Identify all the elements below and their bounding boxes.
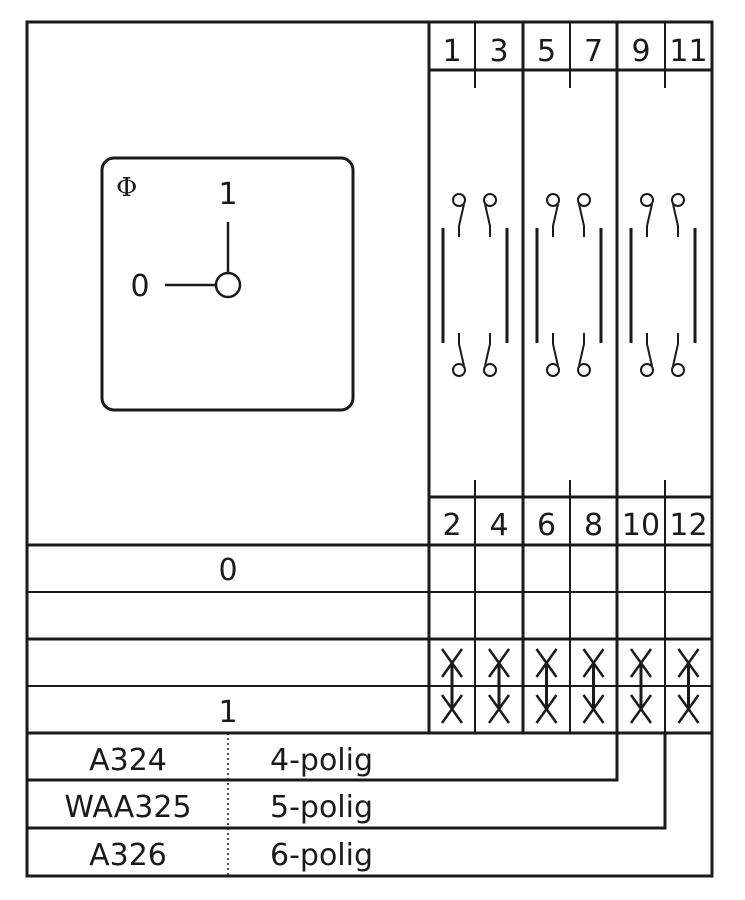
position-label-0: 0 (218, 553, 237, 588)
terminal-top-label: 1 (442, 34, 461, 69)
contact-lead (646, 203, 653, 237)
terminal-circle (452, 363, 466, 377)
closed-contact-mark (629, 648, 653, 724)
closed-contact-mark (677, 648, 700, 724)
contact-lead (552, 333, 559, 367)
contact-lead (672, 333, 679, 367)
terminal-bottom-label: 4 (489, 508, 508, 543)
phase-symbol: Φ (116, 173, 137, 203)
terminal-circle (546, 363, 560, 377)
contact-pair (535, 193, 603, 377)
dial-hub (214, 271, 242, 299)
terminal-top-label: 11 (669, 34, 707, 69)
contact-lead (672, 203, 679, 237)
variant-poles: 6-polig (270, 838, 373, 873)
variant-code: WAA325 (64, 790, 191, 825)
terminal-circle (671, 193, 685, 207)
terminal-bottom-label: 12 (669, 508, 707, 543)
terminal-circle (483, 193, 497, 207)
terminal-circle (640, 193, 654, 207)
dial-position-1: 1 (218, 177, 237, 212)
terminal-circle (577, 193, 591, 207)
variant-poles: 5-polig (270, 790, 373, 825)
grid-lines (25, 20, 714, 878)
contact-pair (441, 193, 509, 377)
variant-poles: 4-polig (270, 743, 373, 778)
terminal-circle (577, 363, 591, 377)
position-label-1: 1 (218, 695, 237, 730)
terminal-circle (640, 363, 654, 377)
closed-contact-mark (535, 648, 558, 724)
terminal-bottom-label: 6 (537, 508, 556, 543)
terminal-circle (671, 363, 685, 377)
terminal-top-label: 5 (537, 34, 556, 69)
contact-lead (484, 333, 491, 367)
terminal-bottom-label: 2 (442, 508, 461, 543)
contact-lead (578, 203, 585, 237)
contact-lead (646, 333, 653, 367)
terminal-bottom-label: 8 (584, 508, 603, 543)
closed-contact-mark (582, 648, 605, 724)
terminal-circle (483, 363, 497, 377)
closed-contact-mark (487, 648, 511, 724)
terminal-top-label: 9 (631, 34, 650, 69)
variant-code: A326 (89, 838, 167, 873)
dial-symbol: Φ 1 0 (100, 156, 355, 412)
closed-contact-mark (440, 648, 464, 724)
dial-position-0: 0 (130, 269, 149, 304)
terminal-top-label: 3 (489, 34, 508, 69)
terminal-bottom-label: 10 (622, 508, 660, 543)
terminal-circle (452, 193, 466, 207)
contact-lead (458, 333, 465, 367)
contact-lead (578, 333, 585, 367)
contact-lead (484, 203, 491, 237)
terminal-top-label: 7 (584, 34, 603, 69)
variant-code: A324 (89, 743, 167, 778)
contact-lead (552, 203, 559, 237)
contact-lead (458, 203, 465, 237)
terminal-circle (546, 193, 560, 207)
contact-pair (629, 193, 697, 377)
